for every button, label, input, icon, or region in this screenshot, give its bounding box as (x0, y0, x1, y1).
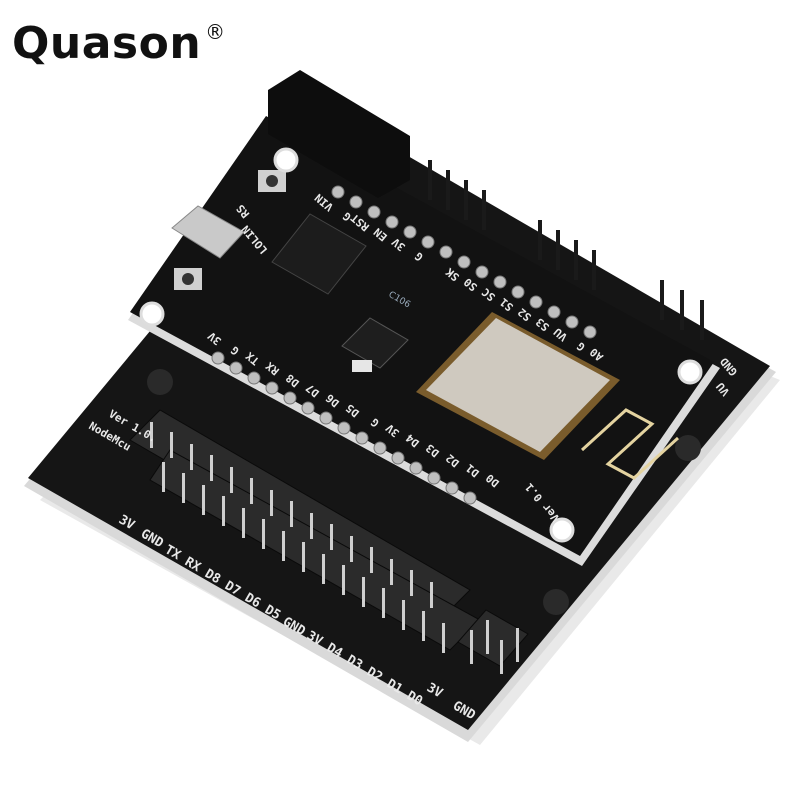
nodemcu-board: VIN G RST EN 3V G SK S0 SC S1 S2 S3 VU G… (128, 70, 720, 566)
brand-logo: Quason® (12, 18, 226, 69)
svg-text:RX: RX (182, 554, 203, 575)
svg-text:D0: D0 (404, 688, 425, 709)
svg-text:3V: 3V (116, 512, 137, 533)
brand-name: Quason (12, 18, 202, 69)
svg-text:D1: D1 (384, 676, 405, 697)
svg-text:D7: D7 (222, 578, 243, 599)
svg-text:D5: D5 (262, 602, 283, 623)
svg-text:3V: 3V (304, 628, 325, 649)
svg-text:D4: D4 (324, 640, 345, 661)
svg-text:D2: D2 (364, 664, 385, 685)
svg-text:D6: D6 (242, 590, 263, 611)
esp8266-module (416, 312, 680, 480)
base-header-labels: 3V GND TX RX D8 D7 D6 D5 GND 3V D4 D3 D2… (116, 512, 425, 709)
svg-text:TX: TX (162, 542, 183, 563)
registered-mark: ® (205, 20, 226, 44)
power-3v-label: 3V (424, 680, 445, 701)
svg-text:D3: D3 (344, 652, 365, 673)
svg-text:D8: D8 (202, 566, 223, 587)
